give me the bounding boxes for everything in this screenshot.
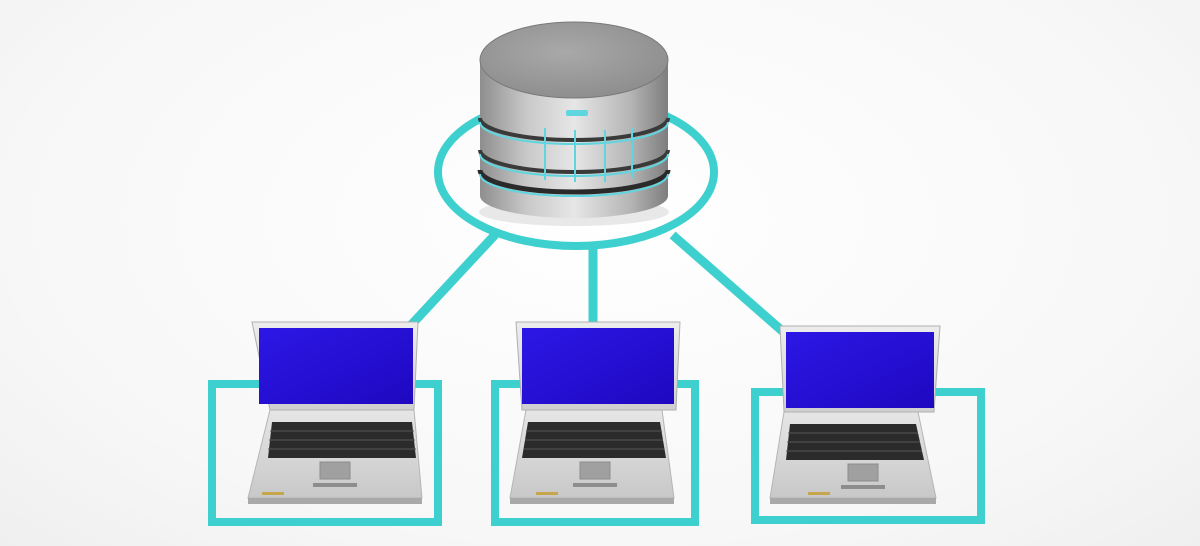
laptop-screen-right <box>786 332 934 408</box>
laptop-center <box>491 321 699 526</box>
laptop-icon <box>769 325 941 504</box>
database-server-icon <box>477 21 671 226</box>
laptop-right <box>751 325 985 524</box>
laptop-icon <box>247 321 423 504</box>
link-hub-left <box>405 231 499 331</box>
link-hub-right <box>669 231 795 343</box>
connection-links <box>405 231 795 343</box>
laptop-left <box>208 321 442 526</box>
laptop-screen-left <box>259 328 413 404</box>
laptop-screen-center <box>522 328 674 404</box>
laptop-icon <box>509 321 681 504</box>
